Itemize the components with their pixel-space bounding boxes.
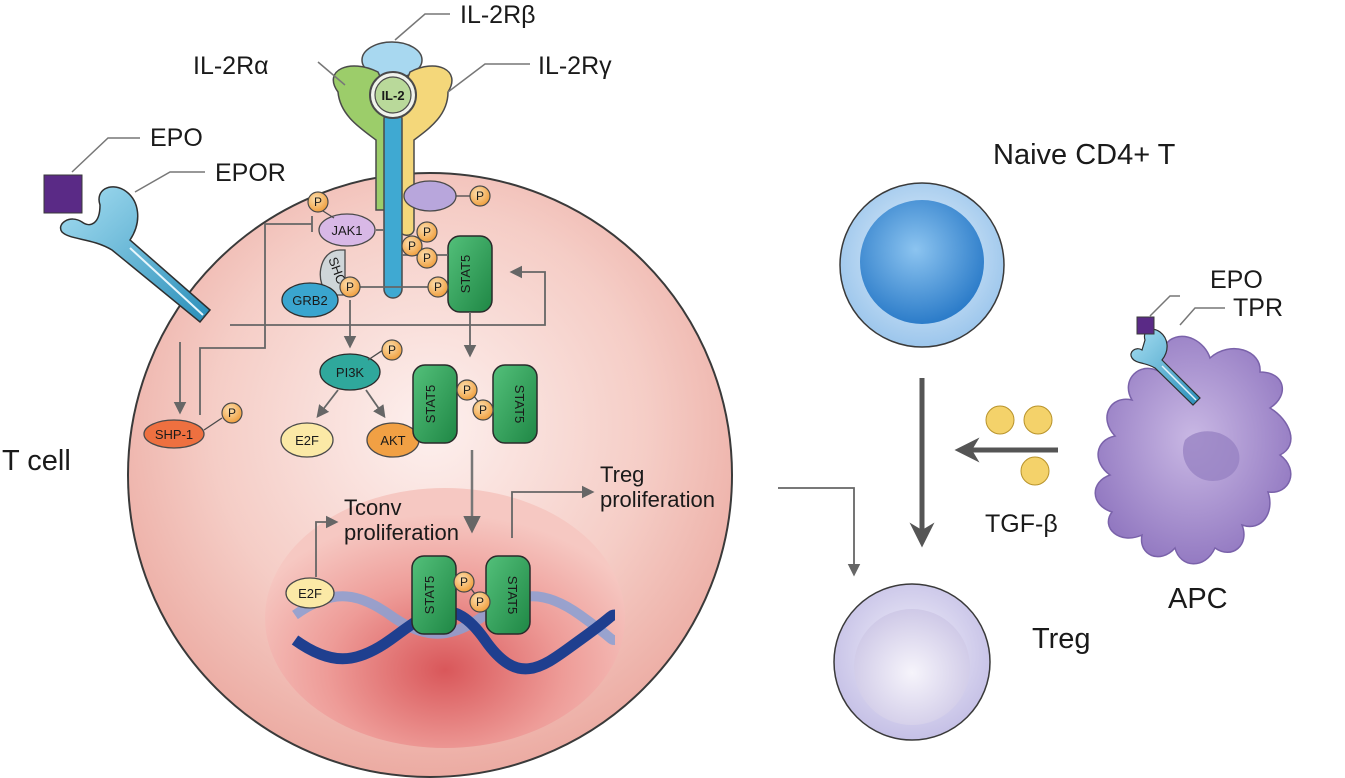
e2f-nuclear-label: E2F xyxy=(298,586,322,601)
phosphate-dimer-2 xyxy=(472,399,494,421)
stat5-bound-label: STAT5 xyxy=(458,255,473,294)
svg-text:P: P xyxy=(476,595,484,609)
epo-label: EPO xyxy=(150,124,203,152)
svg-text:P: P xyxy=(476,189,484,203)
svg-text:P: P xyxy=(463,383,471,397)
apc-epo-label: EPO xyxy=(1210,266,1263,294)
il2rb-leader xyxy=(394,13,450,41)
svg-text:P: P xyxy=(408,239,416,253)
svg-text:P: P xyxy=(460,575,468,589)
il2rb-label: IL-2Rβ xyxy=(460,1,536,29)
akt-label: AKT xyxy=(380,433,405,448)
stat5-nuclear-left xyxy=(411,555,457,635)
il2ra-leader xyxy=(317,61,346,86)
stat5-dimer-right xyxy=(492,364,538,444)
t-cell-label: T cell xyxy=(2,445,71,477)
phosphate-grb2 xyxy=(339,276,361,298)
il2rg-leader xyxy=(447,63,530,93)
phosphate-shp1 xyxy=(221,402,243,424)
apc-cell xyxy=(1094,328,1292,565)
svg-text:P: P xyxy=(388,343,396,357)
phosphate-nuclear-2 xyxy=(469,591,491,613)
il2-label: IL-2 xyxy=(381,88,404,103)
epo-leader xyxy=(71,137,140,173)
shc xyxy=(319,249,346,296)
epor-leader xyxy=(134,171,205,193)
stat5-dimer-left-label: STAT5 xyxy=(423,385,438,424)
phosphate-jak1 xyxy=(307,191,329,213)
shp1-label: SHP-1 xyxy=(155,427,193,442)
treg-proliferation-line2: proliferation xyxy=(600,487,715,512)
naive-cell-nucleus xyxy=(860,200,984,324)
tpr-label: TPR xyxy=(1233,294,1283,322)
e2f-label: E2F xyxy=(295,433,319,448)
tconv-label-line2: proliferation xyxy=(344,520,459,545)
phosphate-stat5-bound xyxy=(427,276,449,298)
svg-text:P: P xyxy=(228,406,236,420)
treg-cell-nucleus xyxy=(854,609,970,725)
svg-text:P: P xyxy=(423,225,431,239)
kinase-oval xyxy=(403,180,457,212)
e2f-nuclear xyxy=(285,577,335,609)
pi3k-label: PI3K xyxy=(336,365,365,380)
il2rg-label: IL-2Rγ xyxy=(538,52,612,80)
stat5-nuclear-left-label: STAT5 xyxy=(422,576,437,615)
stat5-dimer-right-label: STAT5 xyxy=(512,385,527,424)
epor-label: EPOR xyxy=(215,159,286,187)
phosphate-groups: P P P P P P P P P P P P P xyxy=(221,185,494,613)
stat5-dimer-left xyxy=(412,364,458,444)
dna-helix xyxy=(291,591,616,675)
il2r-beta-stalk xyxy=(383,109,403,299)
apc-epo-leader xyxy=(1149,295,1180,317)
grb2 xyxy=(281,282,339,318)
tgf-beta-particles xyxy=(985,405,1053,486)
epo-ligand xyxy=(43,174,83,214)
svg-text:P: P xyxy=(479,403,487,417)
epor-receptor xyxy=(59,186,212,324)
e2f xyxy=(280,422,334,458)
tpr-leader xyxy=(1179,307,1225,326)
phosphate-nuclear-1 xyxy=(453,571,475,593)
jak1-label: JAK1 xyxy=(331,223,362,238)
apc-epo-ligand xyxy=(1136,316,1155,335)
shp1 xyxy=(143,419,205,449)
phosphate-stalk-3 xyxy=(416,247,438,269)
jak1 xyxy=(318,213,376,247)
phosphate-oval xyxy=(469,185,491,207)
phosphate-dimer-1 xyxy=(456,379,478,401)
pi3k xyxy=(319,353,381,391)
naive-cd4-label: Naive CD4+ T xyxy=(993,139,1176,171)
svg-text:P: P xyxy=(434,280,442,294)
phosphate-stalk-2 xyxy=(401,235,423,257)
tgf-beta-label: TGF-β xyxy=(985,510,1058,538)
stat5-nuclear-right-label: STAT5 xyxy=(505,576,520,615)
svg-text:P: P xyxy=(423,251,431,265)
svg-text:P: P xyxy=(314,195,322,209)
apc-label: APC xyxy=(1168,583,1228,615)
treg-label: Treg xyxy=(1032,623,1091,655)
svg-text:P: P xyxy=(346,280,354,294)
phosphate-stalk-1 xyxy=(416,221,438,243)
grb2-label: GRB2 xyxy=(292,293,327,308)
phosphate-pi3k xyxy=(381,339,403,361)
tconv-label-line1: Tconv xyxy=(344,495,401,520)
il2ra-label: IL-2Rα xyxy=(193,52,269,80)
treg-proliferation-line1: Treg xyxy=(600,462,644,487)
